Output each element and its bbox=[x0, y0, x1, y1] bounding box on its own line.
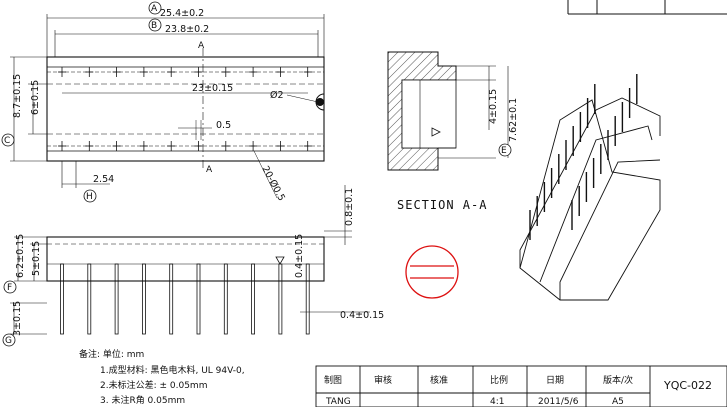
tb-value-scale: 4:1 bbox=[490, 397, 504, 407]
side-pin bbox=[60, 263, 64, 335]
svg-text:B: B bbox=[151, 21, 157, 31]
svg-text:A: A bbox=[151, 4, 158, 14]
side-pin bbox=[251, 263, 256, 335]
section-mark-bottom: A bbox=[206, 165, 213, 175]
callout-H: H bbox=[83, 189, 97, 203]
callout-E: E bbox=[498, 143, 512, 157]
tb-value-version: A5 bbox=[612, 397, 624, 407]
notes-line-2: 2.未标注公差: ± 0.05mm bbox=[100, 379, 207, 391]
tb-header-scale: 比例 bbox=[490, 374, 508, 386]
svg-text:C: C bbox=[4, 136, 10, 146]
section-cavity bbox=[401, 79, 457, 149]
side-pin bbox=[87, 263, 92, 335]
tb-header-drawn: 制图 bbox=[324, 374, 342, 386]
dim-pitch: 2.54 bbox=[93, 174, 114, 185]
side-pin bbox=[223, 263, 228, 335]
dim-hole-dia: Ø2 bbox=[270, 90, 284, 101]
side-pin bbox=[169, 263, 174, 335]
callout-F: F bbox=[3, 280, 17, 294]
top-pin-row bbox=[58, 67, 312, 77]
svg-text:F: F bbox=[7, 283, 12, 293]
dim-pin-span: 23±0.15 bbox=[192, 83, 233, 94]
tb-header-version: 版本/次 bbox=[603, 374, 633, 386]
notes-block: 备注: 单位: mm 1.成型材料: 黑色电木料, UL 94V-0, 2.未标… bbox=[79, 348, 245, 406]
inspection-stamp bbox=[405, 245, 459, 299]
dim-section-depth: 4±0.15 bbox=[488, 89, 499, 124]
dim-total-height: 6.2±0.15 bbox=[15, 234, 26, 278]
title-block: 制图 审核 核准 比例 日期 版本/次 TANG 4:1 2011/5/6 A5… bbox=[315, 365, 727, 407]
dim-body-height: 5±0.15 bbox=[31, 241, 42, 276]
tb-header-approved: 核准 bbox=[430, 374, 448, 386]
tb-header-date: 日期 bbox=[546, 375, 564, 386]
tb-drawing-number: YQC-022 bbox=[663, 379, 712, 392]
svg-text:E: E bbox=[501, 146, 507, 156]
section-mark-top: A bbox=[198, 41, 205, 51]
top-body-outline bbox=[46, 56, 325, 162]
svg-text:G: G bbox=[5, 336, 12, 346]
notes-line-3: 3. 未注R角 0.05mm bbox=[100, 394, 185, 406]
tb-header-checked: 审核 bbox=[374, 374, 392, 386]
border-fragment bbox=[567, 0, 727, 15]
isometric-pins bbox=[529, 74, 638, 240]
dim-slot-width: 0.5 bbox=[216, 120, 231, 131]
callout-G: G bbox=[2, 333, 16, 347]
callout-A: A bbox=[148, 1, 162, 15]
side-pin bbox=[305, 263, 310, 335]
tb-value-date: 2011/5/6 bbox=[538, 397, 579, 407]
side-pin bbox=[141, 263, 146, 335]
section-title: SECTION A-A bbox=[397, 198, 487, 212]
side-pin-row bbox=[60, 263, 310, 335]
dim-lip-height: 0.8±0.1 bbox=[344, 188, 355, 226]
dim-pin-diameter: 20-Ø0.5 bbox=[259, 164, 287, 203]
side-view: 6.2±0.15 5±0.15 3±0.15 0.8±0.1 0.4±0.15 … bbox=[2, 185, 384, 347]
side-body-outline bbox=[46, 236, 325, 282]
callout-C: C bbox=[1, 133, 15, 147]
dim-pin-length: 3±0.15 bbox=[12, 301, 23, 336]
top-view: 25.4±0.2 23.8±0.2 23±0.15 Ø2 0.5 2.54 20… bbox=[1, 1, 325, 203]
dim-section-width: 7.62±0.1 bbox=[508, 98, 519, 142]
dim-standoff: 0.4±0.15 bbox=[294, 234, 305, 278]
isometric-view bbox=[519, 74, 661, 301]
side-pin bbox=[278, 263, 283, 335]
side-pin bbox=[196, 263, 201, 335]
svg-text:H: H bbox=[86, 192, 93, 202]
bottom-pin-row bbox=[58, 141, 312, 151]
dim-inner-length: 23.8±0.2 bbox=[165, 24, 209, 35]
dim-foot: 0.4±0.15 bbox=[340, 310, 384, 321]
side-pin bbox=[114, 263, 119, 335]
dim-row-spacing: 6±0.15 bbox=[30, 80, 41, 115]
section-view: 4±0.15 7.62±0.1 E SECTION A-A bbox=[387, 51, 519, 212]
dim-body-width: 8.7±0.15 bbox=[12, 74, 23, 118]
callout-B: B bbox=[148, 18, 162, 32]
tb-value-drawn: TANG bbox=[325, 397, 351, 407]
dim-overall-length: 25.4±0.2 bbox=[160, 8, 204, 19]
notes-header: 备注: 单位: mm bbox=[79, 348, 144, 360]
notes-line-1: 1.成型材料: 黑色电木料, UL 94V-0, bbox=[100, 364, 245, 376]
